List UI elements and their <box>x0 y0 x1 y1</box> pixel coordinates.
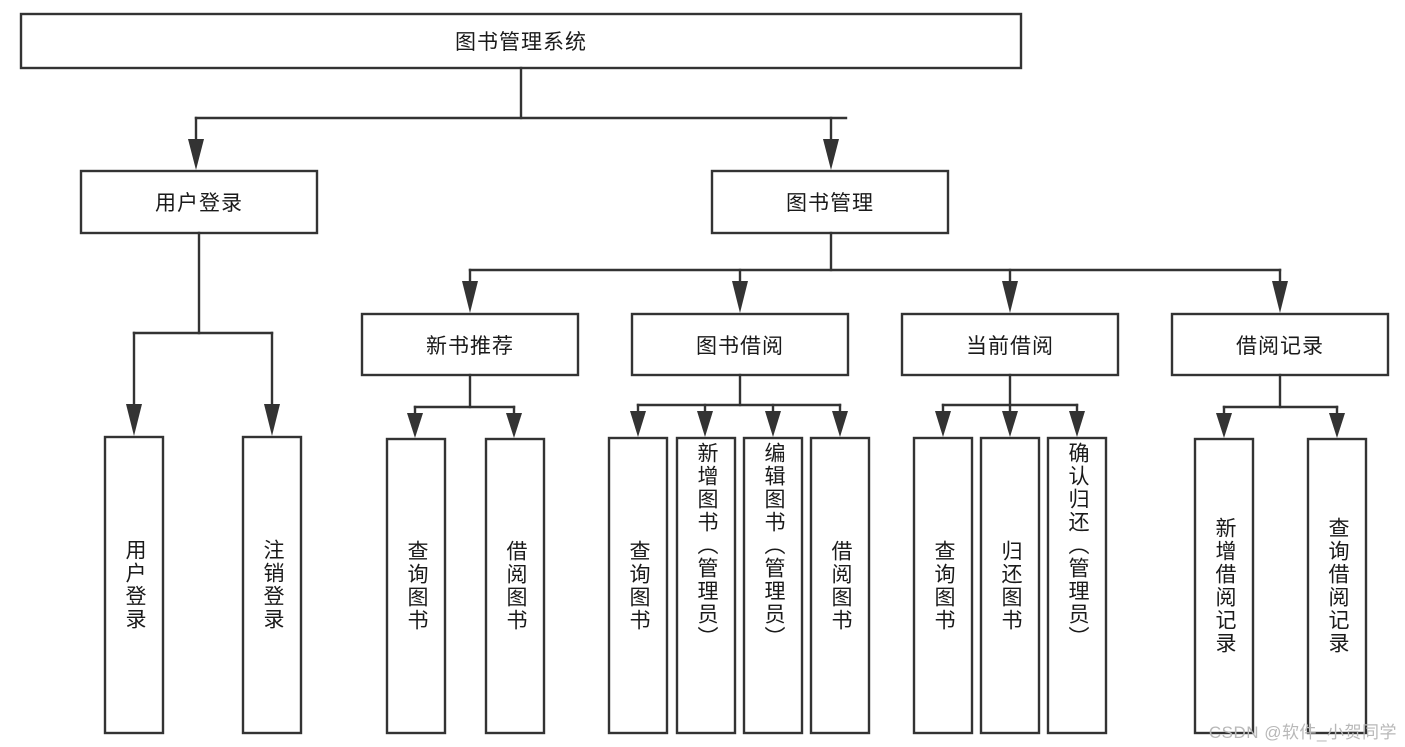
arrowhead-new-book <box>462 281 478 313</box>
leaf-box-logout[interactable] <box>241 435 303 735</box>
node-current-borrow-box[interactable] <box>900 312 1120 377</box>
arrowhead-leaf-nb-1 <box>407 413 423 438</box>
arrowhead-current-borrow <box>1002 281 1018 313</box>
leaf-box-br-add[interactable] <box>1193 437 1255 735</box>
arrowhead-leaf-nb-2 <box>506 413 522 438</box>
csdn-watermark: CSDN @软件_小贺同学 <box>1208 723 1397 742</box>
arrowhead-leaf-bb-2 <box>697 411 713 437</box>
arrowhead-leaf-bb-4 <box>832 411 848 437</box>
node-book-borrow-box[interactable] <box>630 312 850 377</box>
arrowhead-leaf-bb-3 <box>765 411 781 437</box>
leaf-box-br-query[interactable] <box>1306 437 1368 735</box>
arrowhead-user-login <box>188 139 204 170</box>
node-book-mgmt-box[interactable] <box>710 169 950 235</box>
leaf-box-bb-query[interactable] <box>607 436 669 735</box>
node-user-login-box[interactable] <box>79 169 319 235</box>
leaf-box-cb-query[interactable] <box>912 436 974 735</box>
arrowhead-leaf-br-1 <box>1216 413 1232 438</box>
arrowhead-borrow-record <box>1272 281 1288 313</box>
arrowhead-leaf-user-login <box>126 404 142 436</box>
node-borrow-record-box[interactable] <box>1170 312 1390 377</box>
leaf-box-cb-confirm[interactable] <box>1046 436 1108 735</box>
arrowhead-book-mgmt <box>823 139 839 170</box>
node-new-book-box[interactable] <box>360 312 580 377</box>
leaf-box-nb-borrow[interactable] <box>484 437 546 735</box>
arrowhead-leaf-br-2 <box>1329 413 1345 438</box>
arrowhead-leaf-cb-3 <box>1069 411 1085 437</box>
leaf-box-user-login[interactable] <box>103 435 165 735</box>
arrowhead-leaf-cb-1 <box>935 411 951 437</box>
leaf-box-bb-add[interactable] <box>675 436 737 735</box>
leaf-box-nb-query[interactable] <box>385 437 447 735</box>
arrowhead-leaf-cb-2 <box>1002 411 1018 437</box>
leaf-box-bb-borrow[interactable] <box>809 436 871 735</box>
leaf-box-cb-return[interactable] <box>979 436 1041 735</box>
arrowhead-book-borrow <box>732 281 748 313</box>
leaf-box-bb-edit[interactable] <box>742 436 804 735</box>
arrowhead-leaf-logout <box>264 404 280 436</box>
arrowhead-leaf-bb-1 <box>630 411 646 437</box>
node-root-box[interactable] <box>19 12 1023 70</box>
